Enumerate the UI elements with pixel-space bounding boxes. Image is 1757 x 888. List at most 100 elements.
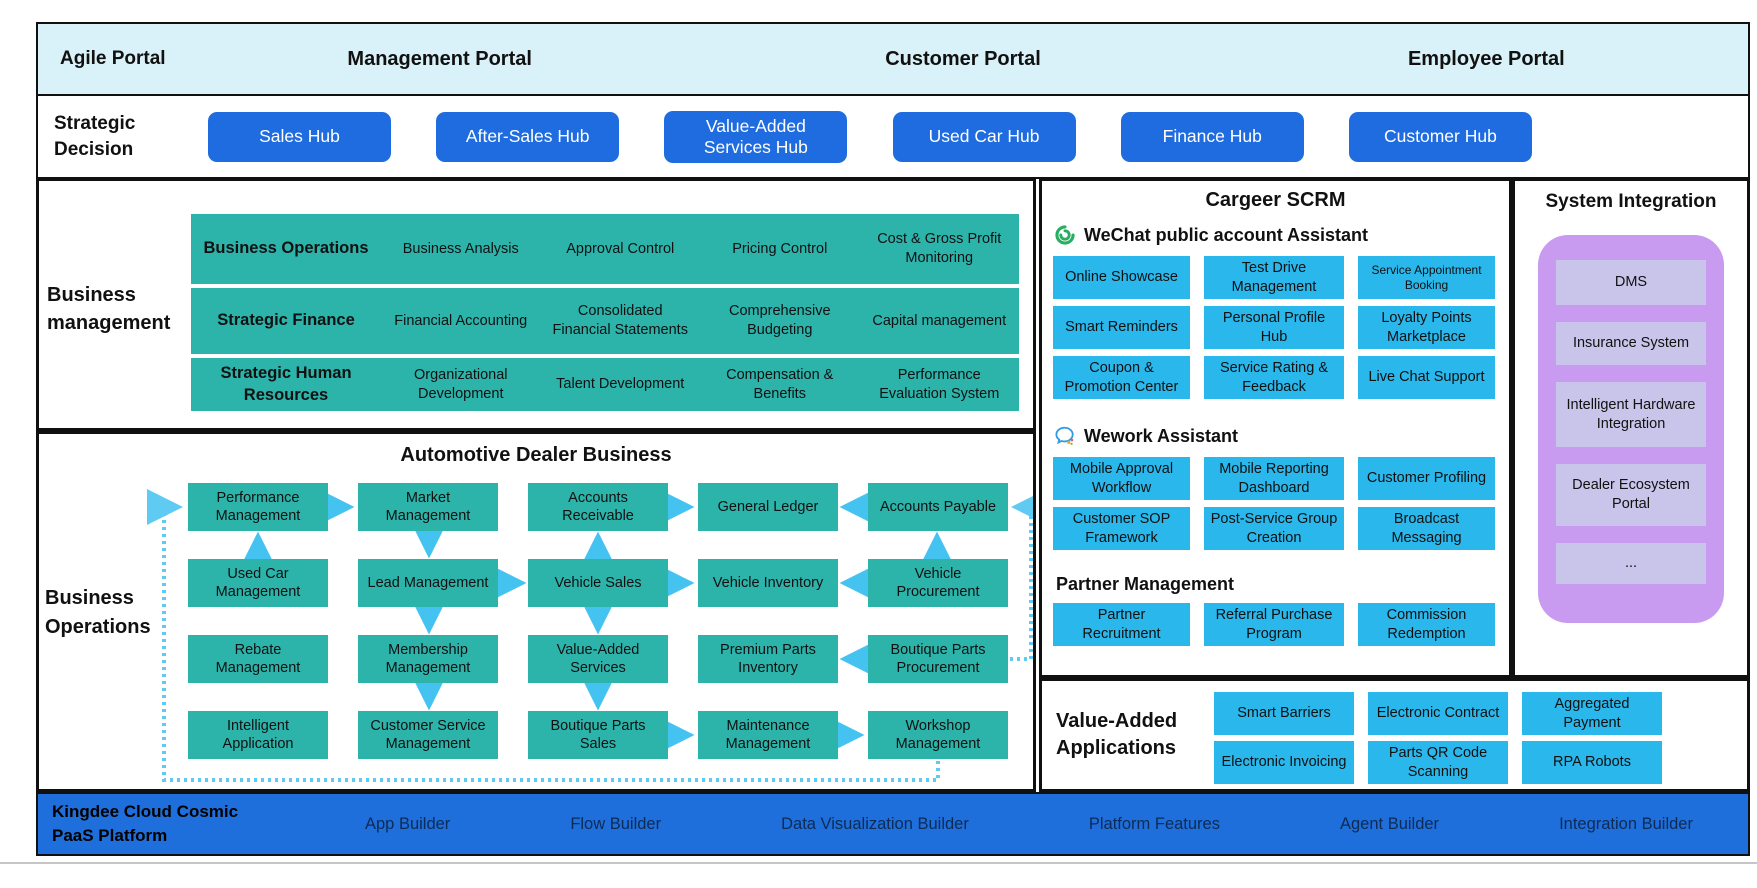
cargeer-scrm-panel: Cargeer SCRM WeChat public account Assis…: [1039, 178, 1512, 678]
value-added-grid: Smart Barriers Electronic Contract Aggre…: [1214, 692, 1662, 784]
sales-hub: Sales Hub: [208, 111, 391, 162]
integration-item: Dealer Ecosystem Portal: [1556, 464, 1706, 526]
business-management-panel: Business management Business Operations …: [36, 178, 1036, 431]
wechat-icon: [1054, 224, 1076, 246]
bm-item: Capital management: [872, 312, 1007, 329]
agile-portal-label: Agile Portal: [60, 47, 166, 69]
va-cell: Parts QR Code Scanning: [1368, 741, 1508, 784]
integration-item: ...: [1556, 543, 1706, 584]
wework-assistant-header: Wework Assistant: [1054, 425, 1509, 447]
system-integration-panel: System Integration DMS Insurance System …: [1512, 178, 1750, 678]
wework-icon: [1054, 425, 1076, 447]
scrm-cell: Customer SOP Framework: [1053, 507, 1190, 550]
finance-hub: Finance Hub: [1120, 111, 1304, 162]
footer-item: App Builder: [365, 814, 451, 833]
scrm-cell: Mobile Reporting Dashboard: [1204, 457, 1344, 500]
value-added-applications-panel: Value-Added Applications Smart Barriers …: [1039, 678, 1750, 792]
flow-node: Performance Management: [188, 483, 328, 531]
business-management-label: Business management: [47, 284, 171, 334]
scrm-cell: Post-Service Group Creation: [1204, 507, 1344, 550]
bm-item: Performance Evaluation System: [879, 366, 1000, 402]
scrm-cell: Coupon & Promotion Center: [1053, 356, 1190, 399]
bm-item: Consolidated Financial Statements: [552, 303, 688, 338]
scrm-title: Cargeer SCRM: [1205, 189, 1346, 211]
scrm-cell: Service Rating & Feedback: [1204, 356, 1344, 399]
after-sales-hub: After-Sales Hub: [436, 111, 620, 162]
flow-arrows: [147, 484, 1033, 782]
bm-row-strategic-hr: Strategic Human Resources Organizational…: [191, 358, 1019, 411]
footer-item: Platform Features: [1088, 814, 1220, 833]
portal-header: Agile Portal Management Portal Customer …: [36, 22, 1750, 96]
va-cell: RPA Robots: [1522, 741, 1662, 784]
employee-portal-label: Employee Portal: [1407, 47, 1565, 70]
va-cell: Smart Barriers: [1214, 692, 1354, 735]
management-portal-label: Management Portal: [347, 47, 532, 70]
footer-item: Flow Builder: [570, 814, 662, 833]
flow-node: General Ledger: [698, 483, 838, 531]
scrm-cell: Test Drive Management: [1204, 256, 1344, 299]
flow-node: Vehicle Procurement: [868, 559, 1008, 607]
scrm-cell: Loyalty Points Marketplace: [1358, 306, 1495, 349]
bm-row-title: Business Operations: [203, 239, 369, 258]
value-added-applications-label: Value-Added Applications: [1056, 710, 1178, 759]
wechat-assistant-header: WeChat public account Assistant: [1054, 224, 1509, 246]
value-added-services-hub: Value-Added Services Hub: [664, 110, 848, 163]
automotive-title: Automotive Dealer Business: [400, 444, 672, 466]
bm-item: Financial Accounting: [394, 312, 528, 329]
bm-item: Approval Control: [566, 240, 675, 257]
customer-hub: Customer Hub: [1348, 111, 1532, 162]
bm-item: Cost & Gross Profit Monitoring: [877, 231, 1002, 266]
bm-item: Business Analysis: [402, 240, 519, 257]
scrm-cell: Online Showcase: [1053, 256, 1190, 299]
va-cell: Electronic Contract: [1368, 692, 1508, 735]
flow-node: Used Car Management: [188, 559, 328, 607]
bm-row-business-operations: Business Operations Business Analysis Ap…: [191, 214, 1019, 284]
flow-node: Boutique Parts Sales: [528, 711, 668, 759]
wechat-assistant-title: WeChat public account Assistant: [1084, 224, 1369, 245]
scrm-cell: Partner Recruitment: [1053, 603, 1190, 646]
system-integration-container: DMS Insurance System Intelligent Hardwar…: [1538, 235, 1724, 623]
flow-node: Lead Management: [358, 559, 498, 607]
paas-platform-items: App Builder Flow Builder Data Visualizat…: [365, 815, 1693, 834]
system-integration-title: System Integration: [1545, 191, 1717, 212]
scrm-cell: Personal Profile Hub: [1204, 306, 1344, 349]
flow-node: Market Management: [358, 483, 498, 531]
wework-grid: Mobile Approval Workflow Mobile Reportin…: [1053, 457, 1509, 550]
flow-node: Accounts Payable: [868, 483, 1008, 531]
bm-item: Pricing Control: [732, 240, 828, 257]
partner-grid: Partner Recruitment Referral Purchase Pr…: [1053, 603, 1509, 646]
bm-item: Organizational Development: [414, 366, 508, 402]
automotive-dealer-business-panel: Automotive Dealer Business Business Oper…: [36, 431, 1036, 792]
used-car-hub: Used Car Hub: [892, 111, 1076, 162]
integration-item: DMS: [1556, 260, 1706, 305]
bm-row-title: Strategic Human Resources: [220, 364, 352, 404]
business-operations-label: Business Operations: [45, 587, 151, 638]
bm-row-title: Strategic Finance: [217, 311, 355, 330]
bm-item: Talent Development: [556, 376, 685, 393]
wechat-grid: Online Showcase Test Drive Management Se…: [1053, 256, 1509, 399]
scrm-cell: Mobile Approval Workflow: [1053, 457, 1190, 500]
partner-management-title: Partner Management: [1056, 574, 1235, 594]
bm-item: Compensation & Benefits: [726, 366, 834, 402]
flow-node: Membership Management: [358, 635, 498, 683]
scrm-cell: Referral Purchase Program: [1204, 603, 1344, 646]
flow-node: Workshop Management: [868, 711, 1008, 759]
flow-node: Customer Service Management: [358, 711, 498, 759]
scrm-cell: Customer Profiling: [1358, 457, 1495, 500]
window-bottom-edge: [0, 862, 1757, 864]
flow-node: Intelligent Application: [188, 711, 328, 759]
paas-platform-brand: Kingdee Cloud Cosmic PaaS Platform: [52, 802, 239, 845]
business-management-rows: Business Operations Business Analysis Ap…: [191, 214, 1019, 411]
wework-assistant-title: Wework Assistant: [1084, 425, 1239, 446]
strategic-decision-row: Strategic Decision Sales Hub After-Sales…: [36, 94, 1750, 179]
footer-item: Agent Builder: [1339, 814, 1440, 833]
scrm-cell: Broadcast Messaging: [1358, 507, 1495, 550]
scrm-cell: Smart Reminders: [1053, 306, 1190, 349]
va-cell: Electronic Invoicing: [1214, 741, 1354, 784]
flow-node: Premium Parts Inventory: [698, 635, 838, 683]
flow-node: Vehicle Sales: [528, 559, 668, 607]
flow-node: Boutique Parts Procurement: [868, 635, 1008, 683]
bm-row-strategic-finance: Strategic Finance Financial Accounting C…: [191, 288, 1019, 354]
strategic-decision-label: Strategic Decision: [54, 112, 136, 160]
